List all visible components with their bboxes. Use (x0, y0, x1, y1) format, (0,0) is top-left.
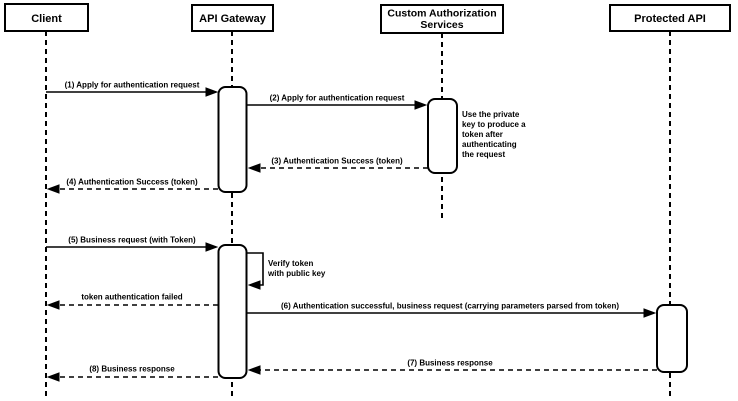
message-8-business-response: (8) Business response (49, 365, 218, 378)
actor-api-gateway-label: API Gateway (199, 13, 267, 25)
message-5-label: (5) Business request (with Token) (68, 236, 196, 245)
message-3-authentication-success: (3) Authentication Success (token) (250, 157, 428, 169)
actor-custom-authorization-services-label-line1: Custom Authorization (387, 8, 496, 20)
activation-protected-api (656, 304, 688, 373)
actor-custom-authorization-services-box (380, 4, 504, 34)
actor-client-label: Client (31, 13, 62, 25)
note-line-3: token after (462, 130, 503, 139)
message-2-label: (2) Apply for authentication request (270, 94, 405, 103)
message-7-business-response: (7) Business response (250, 359, 657, 371)
self-message-line-1: Verify token (268, 259, 313, 268)
activation-api-gateway-business (217, 244, 248, 379)
actor-custom-authorization-services-label-line2: Services (420, 19, 463, 31)
actor-protected-api-label: Protected API (634, 13, 706, 25)
message-token-failed-label: token authentication failed (81, 293, 182, 302)
message-1-label: (1) Apply for authentication request (65, 81, 200, 90)
message-6-authentication-successful-business-request: (6) Authentication successful, business … (247, 302, 654, 314)
actor-api-gateway: API Gateway (191, 4, 274, 32)
message-5-business-request: (5) Business request (with Token) (46, 236, 216, 248)
self-message-arrow (247, 252, 264, 285)
message-3-label: (3) Authentication Success (token) (271, 157, 403, 166)
actor-protected-api-box (609, 4, 731, 32)
note-line-2: key to produce a (462, 120, 526, 129)
message-4-label: (4) Authentication Success (token) (66, 178, 198, 187)
actor-protected-api: Protected API (609, 4, 731, 32)
actor-api-gateway-box (191, 4, 274, 32)
note-line-5: the request (462, 150, 505, 159)
actor-custom-authorization-services: Custom Authorization Services (380, 4, 504, 34)
message-8-label: (8) Business response (89, 365, 175, 374)
activation-api-gateway-auth (217, 86, 248, 193)
message-1-apply-authentication: (1) Apply for authentication request (46, 81, 216, 93)
actor-client: Client (4, 3, 89, 32)
self-message-verify-token: Verify token with public key (247, 252, 326, 285)
note-use-private-key: Use the private key to produce a token a… (462, 110, 526, 159)
self-message-line-2: with public key (267, 269, 326, 278)
note-line-4: authenticating (462, 140, 517, 149)
actor-client-box (4, 3, 89, 32)
message-4-authentication-success: (4) Authentication Success (token) (49, 178, 218, 190)
note-line-1: Use the private (462, 110, 520, 119)
message-2-apply-authentication: (2) Apply for authentication request (247, 94, 425, 106)
message-token-authentication-failed: token authentication failed (49, 293, 218, 306)
message-6-label: (6) Authentication successful, business … (281, 302, 619, 311)
message-7-label: (7) Business response (407, 359, 493, 368)
activation-custom-authorization-services (427, 98, 458, 174)
